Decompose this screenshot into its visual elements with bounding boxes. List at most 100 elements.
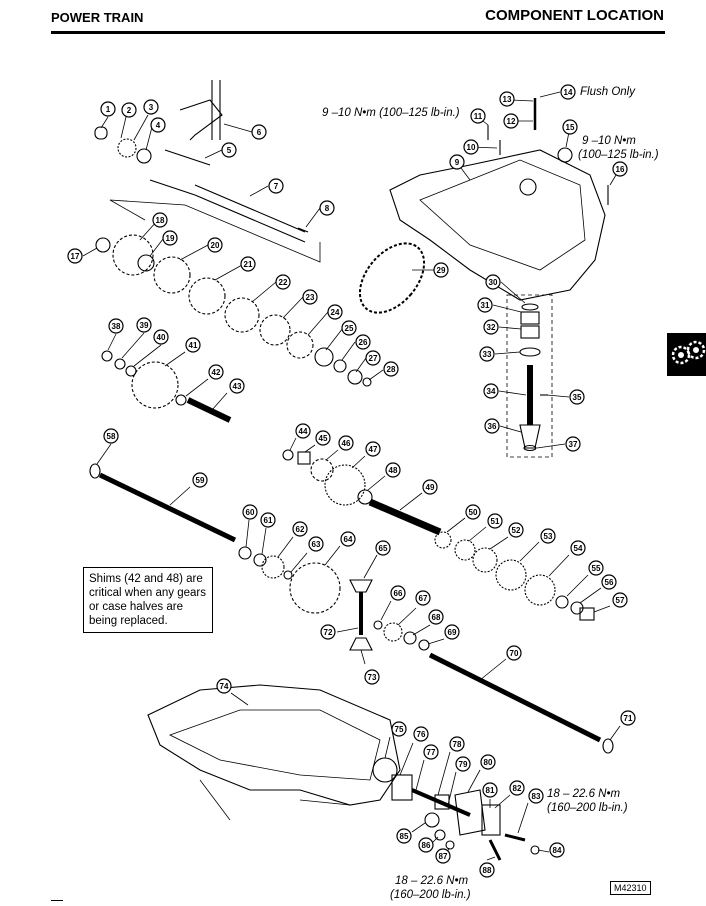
callout-label-84: 84 — [553, 846, 562, 855]
callout-64 — [340, 531, 356, 547]
footer-mark — [51, 900, 63, 901]
callout-label-21: 21 — [244, 260, 253, 269]
flush-only-note: Flush Only — [580, 86, 635, 98]
callout-label-4: 4 — [156, 121, 161, 130]
callout-69 — [444, 624, 460, 640]
callout-71 — [620, 710, 636, 726]
washer-40 — [125, 365, 137, 377]
callout-70 — [506, 645, 522, 661]
bearing-57 — [579, 607, 595, 621]
callout-82 — [509, 780, 525, 796]
callout-49 — [422, 479, 438, 495]
callout-34 — [483, 383, 499, 399]
leader-lines — [82, 91, 621, 861]
washer-55 — [555, 595, 569, 609]
callout-label-44: 44 — [299, 427, 308, 436]
callout-label-63: 63 — [312, 540, 321, 549]
callout-label-6: 6 — [257, 128, 262, 137]
callout-label-32: 32 — [487, 323, 496, 332]
callout-label-64: 64 — [344, 535, 353, 544]
callout-29 — [433, 262, 449, 278]
callout-6 — [251, 124, 267, 140]
callout-46 — [338, 435, 354, 451]
callout-53 — [540, 528, 556, 544]
callout-43 — [229, 378, 245, 394]
callout-45 — [315, 430, 331, 446]
callout-label-34: 34 — [487, 387, 496, 396]
gear-62 — [261, 555, 285, 579]
callout-label-75: 75 — [395, 725, 404, 734]
callout-61 — [260, 512, 276, 528]
callout-50 — [465, 504, 481, 520]
callout-label-19: 19 — [166, 234, 175, 243]
torque-spec-15-b: (100–125 lb-in.) — [578, 149, 659, 161]
gear-51 — [454, 539, 476, 561]
page-title: COMPONENT LOCATION — [485, 7, 664, 24]
torque-spec-83-a: 18 – 22.6 N•m — [547, 788, 621, 800]
callout-label-22: 22 — [279, 278, 288, 287]
washer-60 — [238, 546, 252, 560]
callout-26 — [355, 334, 371, 350]
gear-23 — [259, 314, 291, 346]
callout-label-41: 41 — [189, 341, 198, 350]
gear-20 — [153, 256, 191, 294]
callout-31 — [477, 297, 493, 313]
callout-label-17: 17 — [71, 252, 80, 261]
callout-label-46: 46 — [342, 439, 351, 448]
callout-label-23: 23 — [306, 293, 315, 302]
callout-label-71: 71 — [624, 714, 633, 723]
callout-label-67: 67 — [419, 594, 428, 603]
callout-label-65: 65 — [379, 544, 388, 553]
callout-79 — [455, 756, 471, 772]
callout-15 — [562, 119, 578, 135]
callout-2 — [121, 102, 137, 118]
callout-label-9: 9 — [455, 158, 460, 167]
callout-60 — [242, 504, 258, 520]
callout-label-53: 53 — [544, 532, 553, 541]
callout-label-36: 36 — [488, 422, 497, 431]
callout-label-70: 70 — [510, 649, 519, 658]
ring-63 — [283, 570, 293, 580]
callout-84 — [549, 842, 565, 858]
gear-24 — [286, 331, 314, 359]
callout-9 — [449, 154, 465, 170]
callout-58 — [103, 428, 119, 444]
bolt-88 — [488, 839, 502, 861]
callout-22 — [275, 274, 291, 290]
bolt-83 — [504, 833, 526, 842]
callout-label-28: 28 — [387, 365, 396, 374]
callout-4 — [150, 117, 166, 133]
cam-76 — [391, 774, 413, 801]
key-5 — [164, 149, 211, 166]
callout-label-80: 80 — [484, 758, 493, 767]
callout-label-55: 55 — [592, 564, 601, 573]
bracket-6 — [179, 99, 223, 141]
callout-35 — [569, 389, 585, 405]
callout-72 — [320, 624, 336, 640]
washer-68 — [403, 631, 417, 645]
callout-label-16: 16 — [616, 165, 625, 174]
washer-86 — [434, 829, 446, 841]
callout-80 — [480, 754, 496, 770]
callout-44 — [295, 423, 311, 439]
callout-28 — [383, 361, 399, 377]
pin-8 — [297, 227, 309, 233]
callout-label-2: 2 — [127, 106, 132, 115]
callout-label-24: 24 — [331, 308, 340, 317]
torque-spec-83-b: (160–200 lb-in.) — [547, 802, 628, 814]
callout-66 — [390, 585, 406, 601]
callout-30 — [485, 274, 501, 290]
callout-19 — [162, 230, 178, 246]
callout-42 — [208, 364, 224, 380]
callout-63 — [308, 536, 324, 552]
gear-41 — [131, 361, 179, 409]
header-rule — [51, 31, 665, 34]
callout-51 — [487, 513, 503, 529]
callout-18 — [152, 212, 168, 228]
callout-label-58: 58 — [107, 432, 116, 441]
case-lower-74 — [147, 684, 401, 806]
section-title: POWER TRAIN — [51, 10, 144, 25]
callout-label-79: 79 — [459, 760, 468, 769]
callout-label-61: 61 — [264, 516, 273, 525]
